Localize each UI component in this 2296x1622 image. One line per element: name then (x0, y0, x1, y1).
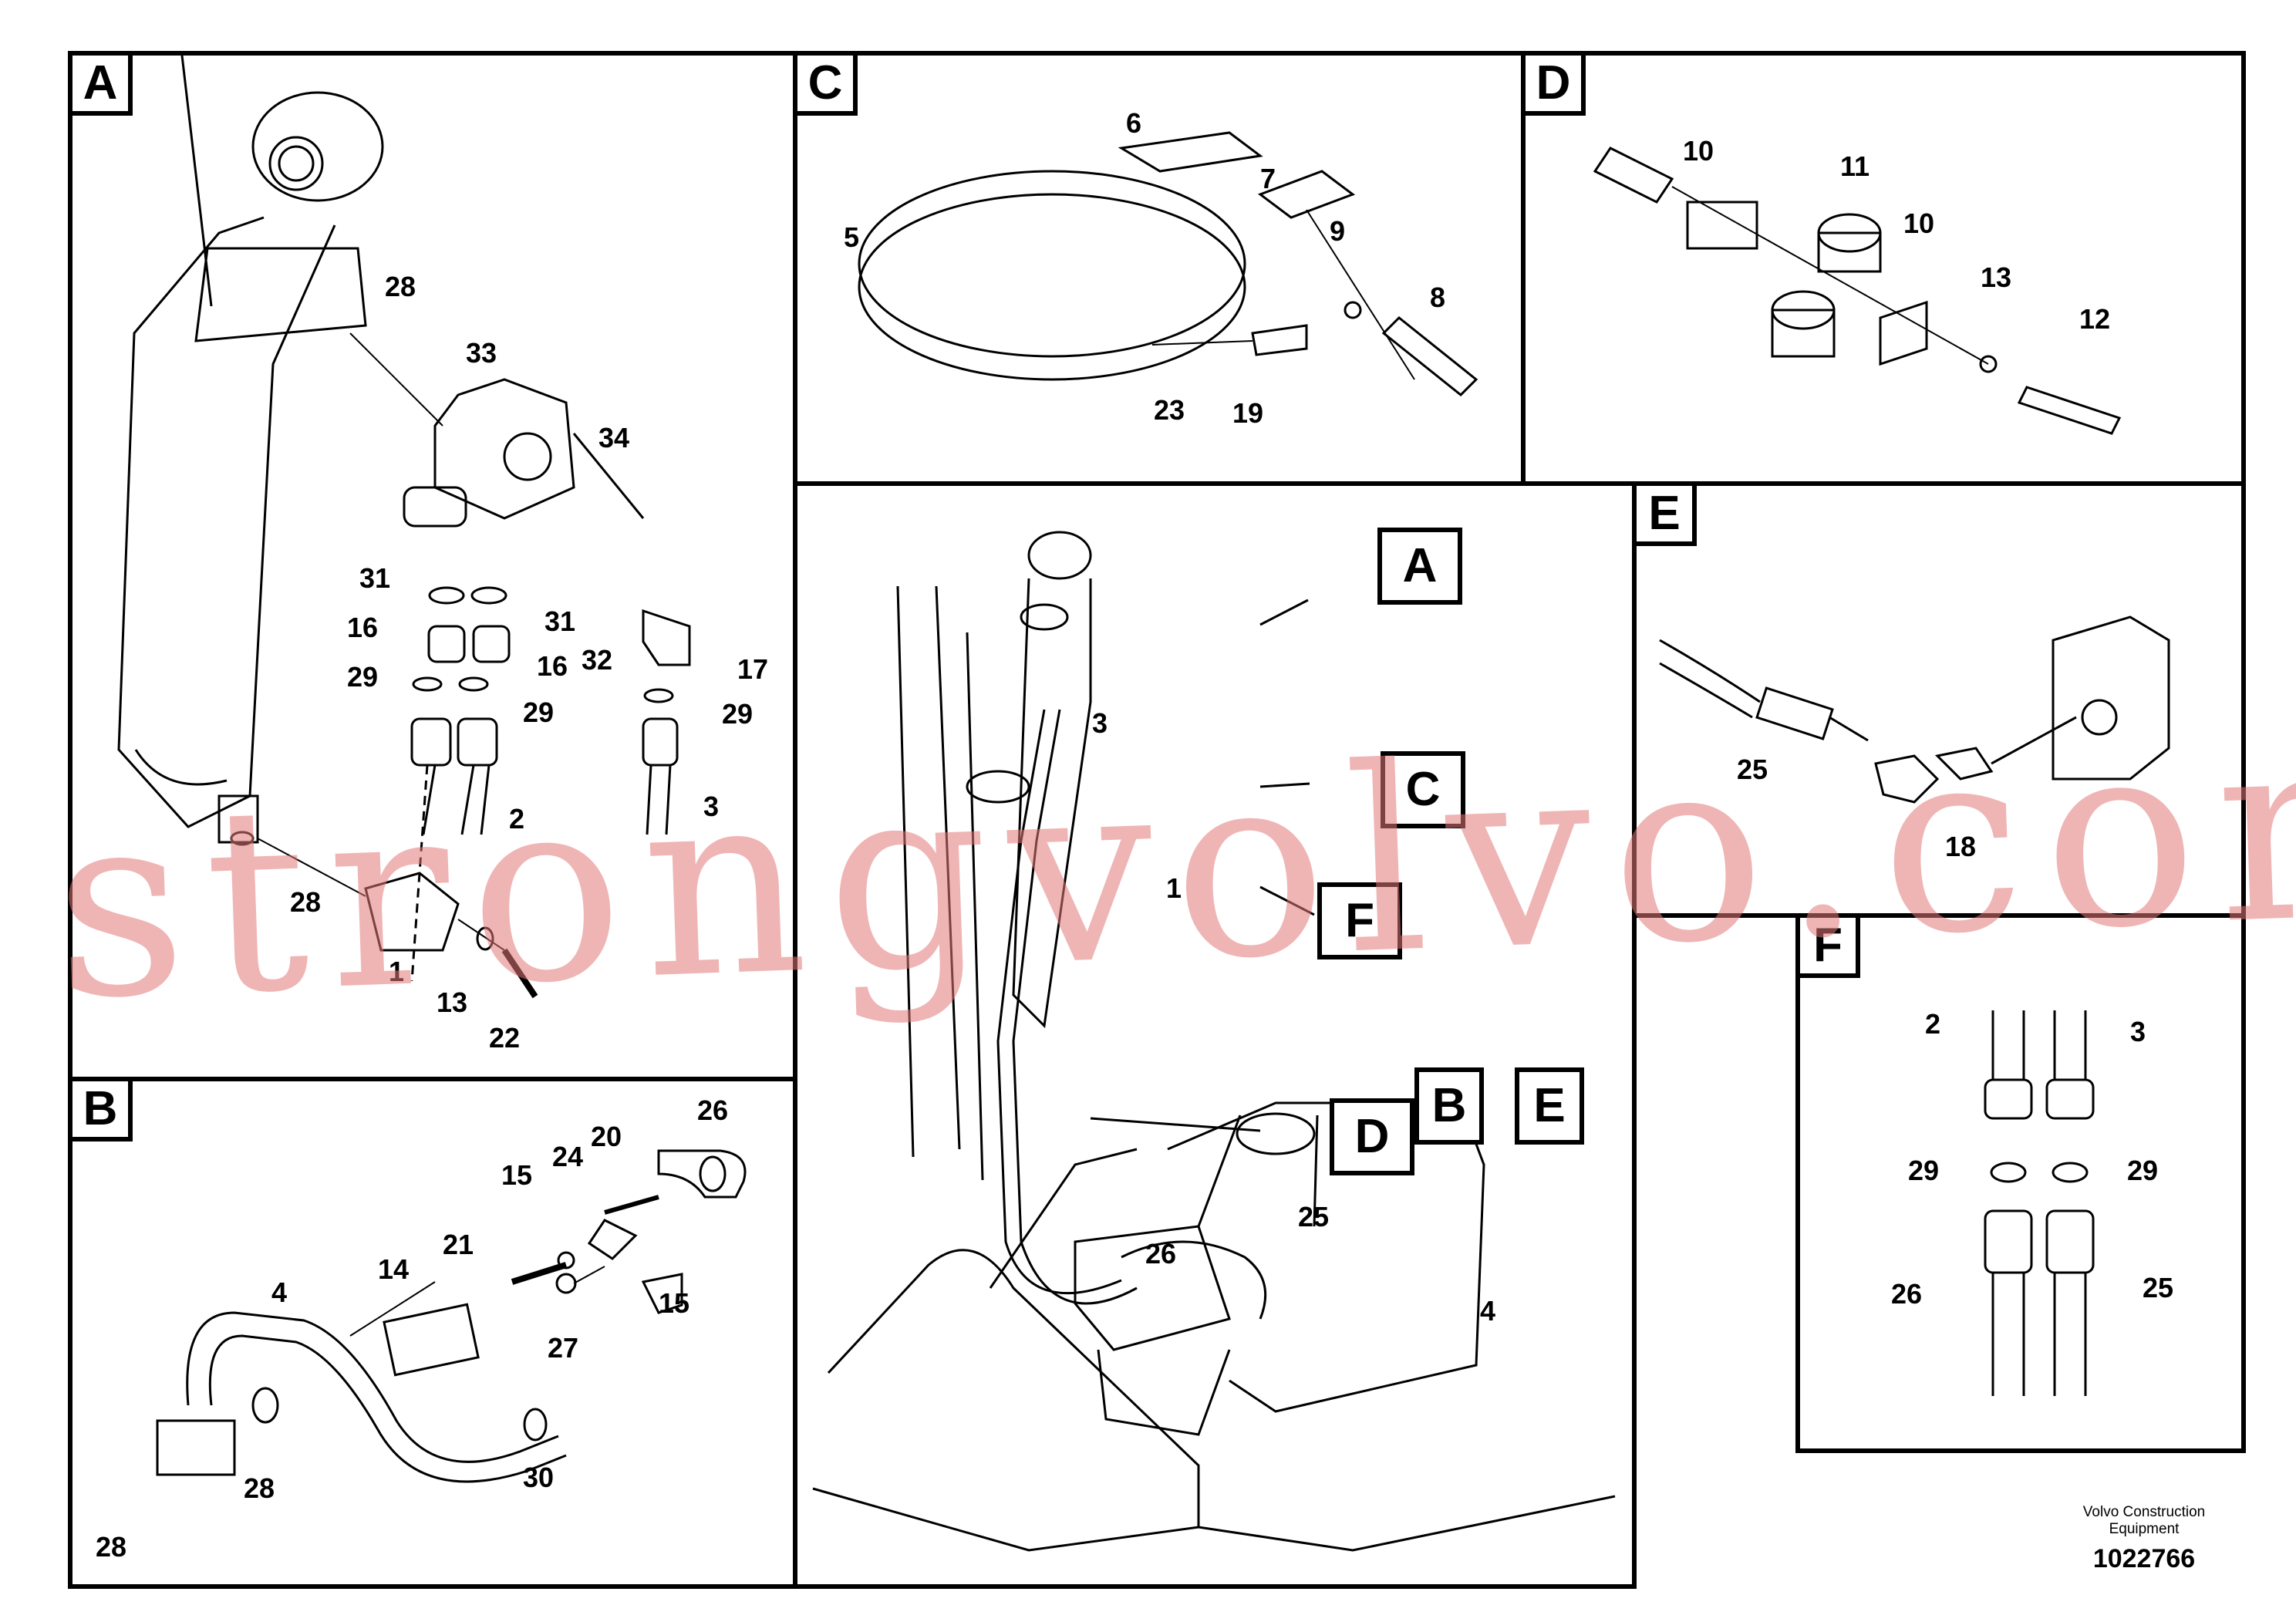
label-f-29-left: 29 (1908, 1155, 1939, 1186)
panel-b-label: B (72, 1081, 133, 1141)
label-a-17: 17 (737, 653, 768, 685)
footer-brand: Volvo Construction Equipment (2082, 1504, 2206, 1537)
label-a-28-bottom: 28 (290, 886, 321, 918)
label-f-25: 25 (2143, 1272, 2173, 1303)
label-main-4: 4 (1480, 1295, 1495, 1327)
label-a-16-left: 16 (347, 612, 378, 643)
label-b-21: 21 (443, 1229, 474, 1260)
label-c-7: 7 (1260, 163, 1276, 194)
panel-e: E 25 18 (1632, 481, 2246, 918)
label-a-32: 32 (582, 644, 612, 676)
panel-e-drawing: 25 18 (1637, 486, 2241, 862)
label-a-31-left: 31 (359, 562, 390, 594)
label-a-29-mid: 29 (523, 696, 554, 728)
callout-a[interactable]: A (1377, 528, 1462, 605)
label-a-1: 1 (389, 956, 404, 987)
label-b-28-left: 28 (96, 1531, 126, 1563)
label-b-15-right: 15 (659, 1287, 689, 1319)
label-c-5: 5 (844, 221, 859, 253)
label-f-29-right: 29 (2127, 1155, 2158, 1186)
label-main-3: 3 (1092, 707, 1108, 739)
label-a-3: 3 (703, 791, 719, 822)
label-c-6: 6 (1126, 107, 1141, 139)
label-b-14: 14 (378, 1253, 409, 1285)
label-a-31-right: 31 (544, 605, 575, 637)
label-a-16-right: 16 (537, 650, 568, 682)
label-a-29-right: 29 (722, 698, 753, 730)
label-main-26: 26 (1145, 1238, 1176, 1270)
label-d-11: 11 (1840, 150, 1870, 182)
label-f-26: 26 (1891, 1278, 1922, 1310)
label-b-20: 20 (591, 1121, 622, 1152)
label-c-9: 9 (1330, 215, 1345, 247)
panel-c-drawing: 6 7 5 9 8 23 19 (844, 107, 1522, 429)
label-a-13: 13 (437, 986, 467, 1018)
panel-a-label: A (72, 56, 133, 116)
label-b-24: 24 (552, 1141, 583, 1172)
label-e-25: 25 (1737, 754, 1768, 785)
label-a-28-top: 28 (385, 271, 416, 302)
label-c-19: 19 (1232, 397, 1263, 429)
label-e-18: 18 (1945, 831, 1976, 862)
panel-d-label: D (1526, 56, 1586, 116)
label-d-10-right: 10 (1903, 207, 1934, 239)
callout-f[interactable]: F (1317, 882, 1402, 959)
label-b-15-top: 15 (501, 1159, 532, 1191)
label-c-8: 8 (1430, 282, 1445, 313)
label-a-33: 33 (466, 337, 497, 369)
label-d-13: 13 (1981, 261, 2011, 293)
panel-d-drawing: 10 11 10 13 12 (1526, 135, 2241, 483)
label-a-29-left: 29 (347, 661, 378, 693)
callout-d[interactable]: D (1330, 1098, 1414, 1175)
label-b-28-mid: 28 (244, 1472, 275, 1504)
panel-b-drawing: 26 20 24 15 21 14 4 15 27 28 28 30 (96, 1094, 794, 1563)
panel-a-drawing: 28 33 34 31 31 16 16 32 17 29 29 29 2 3 … (72, 56, 768, 1054)
drawing-id: 1022766 (2092, 1544, 2196, 1573)
panel-c-label: C (797, 56, 858, 116)
panel-e-label: E (1637, 486, 1697, 546)
label-f-3: 3 (2130, 1016, 2146, 1047)
main-assembly-drawing: 3 1 25 26 4 (797, 486, 1632, 1584)
panel-b: B 26 20 (68, 1077, 799, 1589)
panel-f: F 2 3 29 29 (1795, 913, 2246, 1453)
panel-f-label: F (1800, 918, 1860, 978)
label-b-30: 30 (523, 1462, 554, 1493)
label-a-34: 34 (598, 422, 629, 454)
label-f-2: 2 (1925, 1008, 1940, 1040)
panel-f-drawing: 2 3 29 29 26 25 (1891, 1008, 2173, 1448)
label-a-22: 22 (489, 1022, 520, 1054)
callout-e[interactable]: E (1515, 1067, 1584, 1145)
label-b-27: 27 (548, 1332, 578, 1364)
callout-c[interactable]: C (1381, 751, 1465, 828)
callout-b[interactable]: B (1414, 1067, 1484, 1145)
panel-d: D 10 11 10 13 12 (1521, 51, 2246, 487)
panel-a: A (68, 51, 799, 1081)
label-d-10-top: 10 (1683, 135, 1714, 167)
label-b-4: 4 (271, 1276, 287, 1308)
panel-main: 3 1 25 26 4 A C F B E D (793, 481, 1637, 1589)
label-main-1: 1 (1166, 872, 1182, 904)
label-d-12: 12 (2079, 303, 2110, 335)
label-b-26: 26 (697, 1094, 728, 1126)
panel-c: C 6 7 5 9 8 23 19 (793, 51, 1527, 487)
label-c-23: 23 (1154, 394, 1185, 426)
label-a-2: 2 (509, 803, 524, 835)
